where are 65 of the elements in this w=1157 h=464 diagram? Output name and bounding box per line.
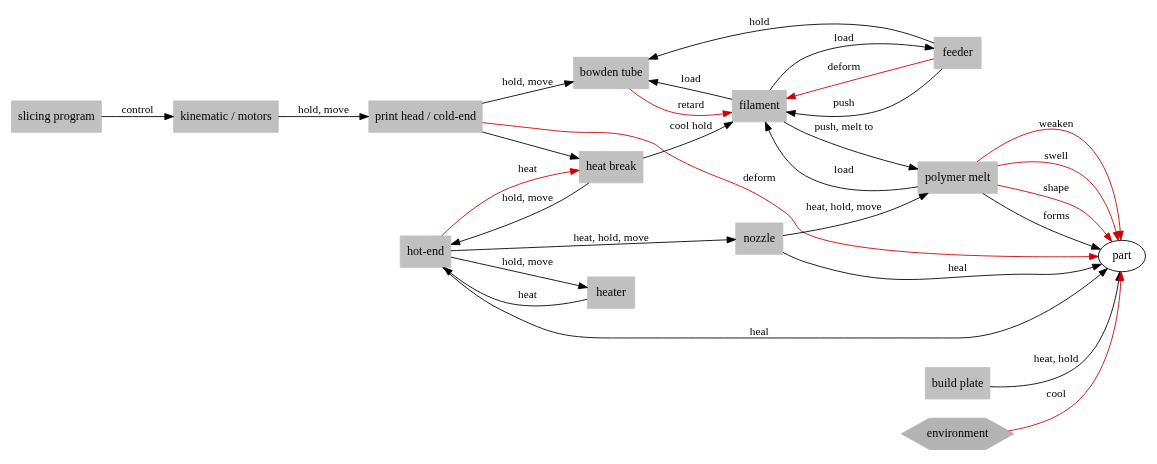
arrow [648,78,733,100]
node-box: heat break [578,150,644,183]
arrow [481,131,580,160]
edge-label: load [834,162,854,175]
node-box: feeder [933,36,982,69]
edge-label: cool hold [669,118,713,131]
edge-label: weaken [1038,116,1074,129]
edge-label: heat, hold, move [806,199,882,212]
arrow [450,256,588,289]
edge-label: hold [749,14,770,27]
arrow [450,182,590,245]
edge-label: heat [518,161,537,174]
node-box: bowden tube [573,56,650,89]
node-box: print head / cold-end [368,99,483,133]
edge-label: heat, hold, move [573,230,649,243]
edge-label: push [833,95,855,108]
edge-label: deform [742,170,776,183]
edge-label: control [121,102,154,115]
arrow [481,79,574,104]
arrow [769,42,935,91]
arrow [100,112,174,120]
node-box: build plate [924,366,991,399]
edge-label: retard [677,97,705,110]
arrow [786,57,935,99]
arrow [982,192,1101,250]
edge-label: heat, hold [1033,351,1079,364]
arrow [997,184,1113,242]
edge-label: heal [749,324,769,337]
edge-label: cool [1046,386,1066,399]
edge-label: hold, move [298,102,350,115]
edge-label: load [834,30,854,43]
arrow [786,67,943,117]
edge-label: shape [1043,180,1070,193]
edge-label: forms [1042,208,1070,221]
arrow [642,121,734,159]
arrow [782,192,929,236]
edge-label: hold, move [501,254,553,267]
arrow [997,160,1120,241]
arrow [450,235,737,251]
arrow [442,266,1108,338]
edge-label: hold, move [501,74,553,87]
arrow [443,266,588,306]
edge-label: push, melt to [814,119,874,132]
edge-label: hold, move [501,190,553,203]
node-box: nozzle [735,221,784,255]
node-box: hot-end [399,235,452,268]
arrow [648,23,935,60]
arrow [277,112,369,120]
edge-label: swell [1044,148,1069,161]
node-box: slicing program [11,99,102,133]
arrow [783,120,919,170]
arrow [764,121,919,191]
arrow [441,167,580,236]
edge-label: heal [948,260,968,273]
node-box: filament [731,89,787,122]
arrow [482,121,1099,260]
node-box: polymer melt [917,160,998,194]
arrow [629,87,733,117]
node-box: heater [587,276,636,309]
arrow [782,251,1102,280]
node-ellipse: part [1097,239,1146,272]
edge-label: deform [827,59,861,72]
edge-label: load [681,71,701,84]
edge-label: heat [518,287,537,300]
node-box: kinematic / motors [173,99,279,133]
